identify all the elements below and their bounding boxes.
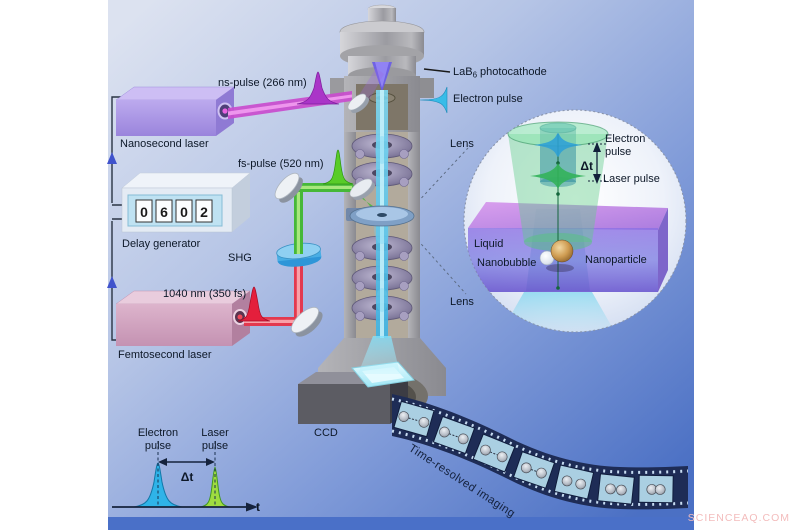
- inset-connector-lines: [413, 147, 469, 295]
- film-frame: [512, 451, 556, 489]
- graph-electron-label: Electron: [138, 427, 178, 439]
- laser-pulse-star-icon: [530, 163, 586, 189]
- electron-pulse-star-icon: [534, 133, 582, 157]
- delay-digit: 2: [200, 204, 208, 220]
- film-frame: [597, 473, 635, 505]
- signal-up-arrow-icon: [107, 152, 117, 164]
- delay-digit: 0: [140, 204, 148, 220]
- ns-pulse-icon: [296, 71, 340, 105]
- turning-mirror: [274, 172, 303, 203]
- film-frame: [638, 474, 674, 504]
- inset-laser-pulse-label: Laser pulse: [603, 173, 660, 185]
- nanobubble-label: Nanobubble: [477, 257, 536, 269]
- shg-label: SHG: [228, 252, 252, 264]
- projection-beam-cone: [358, 336, 400, 374]
- column-wall-right: [408, 132, 420, 338]
- graph-laser-label: Laser: [201, 427, 229, 439]
- specimen-stage: [346, 205, 415, 227]
- internal-mirror: [347, 93, 370, 114]
- liquid-cell-top: [468, 202, 668, 230]
- lens-upper-label: Lens: [450, 138, 474, 150]
- inset-electron-pulse-label2: pulse: [605, 146, 631, 158]
- nanoparticle-sphere: [550, 239, 574, 263]
- ccd-label: CCD: [314, 427, 338, 439]
- inset-delta-t-label: Δt: [580, 159, 593, 173]
- side-flange: [420, 78, 434, 98]
- pump-label: 1040 nm (350 fs): [163, 288, 246, 300]
- delay-digit: 0: [180, 204, 188, 220]
- graph-electron-label2: pulse: [145, 440, 171, 452]
- signal-up-arrow-icon: [107, 276, 117, 288]
- delay-generator-label: Delay generator: [122, 238, 201, 250]
- film-strip: [391, 394, 689, 510]
- nanosecond-laser-label: Nanosecond laser: [120, 138, 209, 150]
- watermark: SCIENCEAQ.COM: [688, 512, 790, 524]
- particle-shadow: [546, 264, 574, 272]
- delay-generator: [121, 172, 251, 233]
- nanosecond-laser: [115, 86, 235, 136]
- inset-magnifier: [463, 109, 687, 333]
- femtosecond-laser: [115, 290, 251, 346]
- delay-digit: 6: [160, 204, 168, 220]
- film-frame: [393, 400, 435, 438]
- liquid-cell-side: [658, 208, 668, 292]
- timing-graph: [112, 441, 258, 512]
- bottom-bar: [108, 517, 694, 530]
- inset-electron-pulse-label: Electron: [605, 133, 645, 145]
- ir-beam: [244, 254, 310, 326]
- lens-lower-label: Lens: [450, 296, 474, 308]
- ns-pulse-label: ns-pulse (266 nm): [218, 77, 307, 89]
- fs-pulse-icon: [322, 149, 354, 185]
- ir-pulse-icon: [237, 286, 271, 322]
- femtosecond-laser-label: Femtosecond laser: [118, 349, 212, 361]
- film-frame: [432, 415, 476, 455]
- graph-laser-label2: pulse: [202, 440, 228, 452]
- film-frame: [553, 464, 595, 500]
- turning-mirror: [291, 306, 323, 337]
- electron-pulse-label: Electron pulse: [453, 93, 523, 105]
- fs-pulse-label: fs-pulse (520 nm): [238, 158, 324, 170]
- electron-pulse-icon: [419, 86, 448, 114]
- graph-delta-t-label: Δt: [181, 470, 194, 484]
- internal-mirror: [349, 178, 376, 201]
- leader-line: [423, 68, 451, 73]
- nanoparticle-label: Nanoparticle: [585, 254, 647, 266]
- liquid-label: Liquid: [474, 238, 503, 250]
- graph-time-axis-label: t: [256, 500, 260, 514]
- film-frame: [472, 433, 516, 473]
